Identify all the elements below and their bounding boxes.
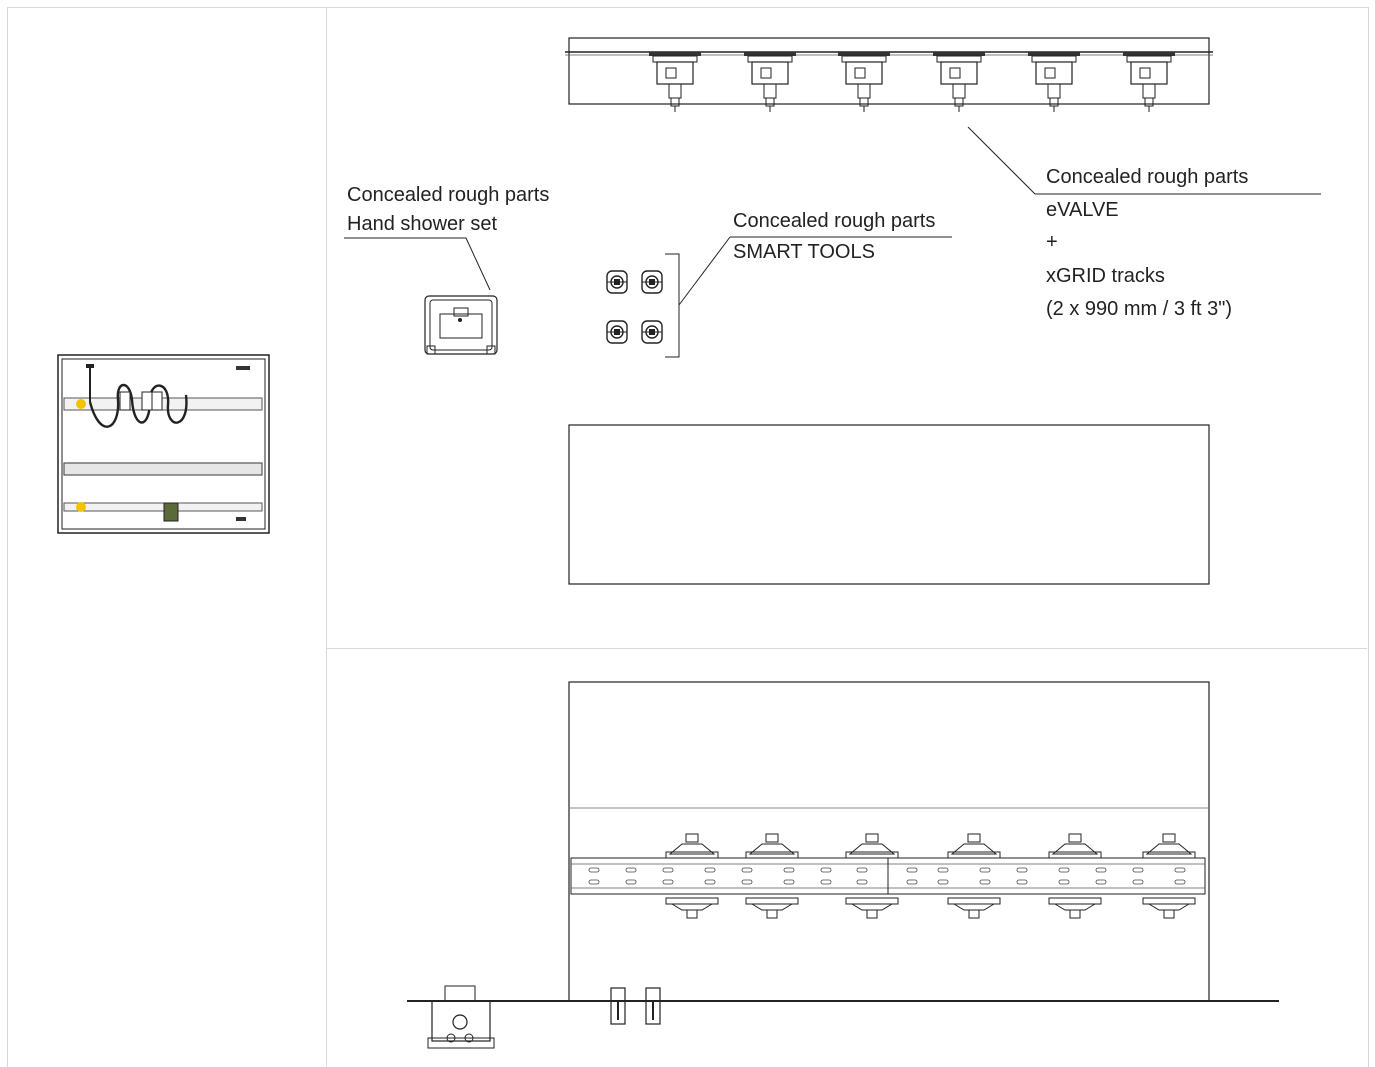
smart-tools-leader — [678, 236, 952, 306]
hand-shower-label-line1: Concealed rough parts — [347, 184, 550, 206]
smart-tools-rough-parts — [606, 253, 680, 358]
panel-divider-vertical — [326, 7, 327, 1066]
front-panel-outline — [568, 424, 1210, 585]
evalve-label-line4: xGRID tracks — [1046, 265, 1165, 287]
evalve-label-line3: + — [1046, 231, 1058, 253]
hand-shower-rough-part — [424, 295, 498, 355]
evalve-leader — [967, 126, 1321, 195]
elevation-view — [407, 681, 1279, 1049]
evalve-label-line5: (2 x 990 mm / 3 ft 3") — [1046, 298, 1233, 320]
smart-tools-label-line2: SMART TOOLS — [733, 241, 875, 263]
panel-divider-horizontal — [327, 648, 1367, 649]
hand-shower-leader — [344, 237, 491, 291]
layout-thumbnail — [57, 354, 270, 534]
smart-tools-label-line1: Concealed rough parts — [733, 210, 936, 232]
top-view — [565, 37, 1213, 113]
drawing-frame — [7, 7, 1369, 1067]
evalve-label-line1: Concealed rough parts — [1046, 166, 1249, 188]
evalve-label-line2: eVALVE — [1046, 199, 1119, 221]
hand-shower-label-line2: Hand shower set — [347, 213, 498, 235]
